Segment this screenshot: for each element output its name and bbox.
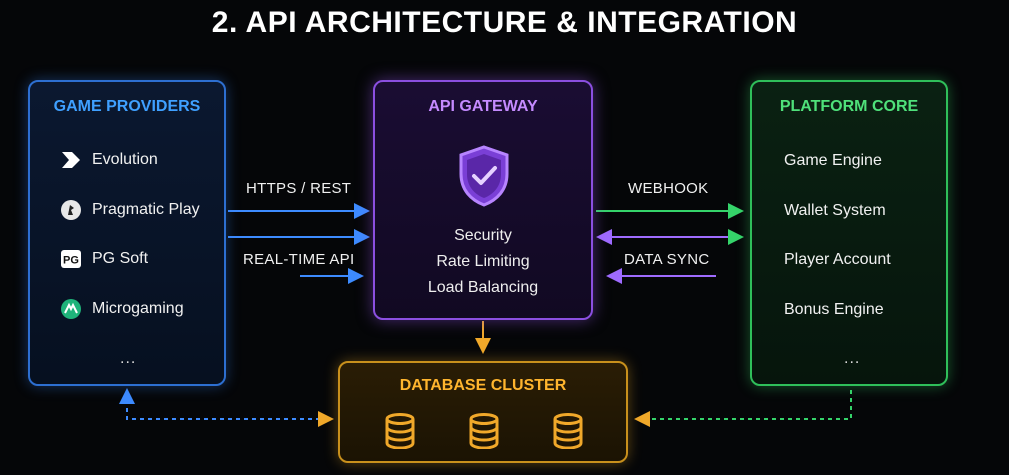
game-providers-box: GAME PROVIDERS Evolution Pragmatic Play …	[28, 80, 226, 386]
platform-core-box: PLATFORM CORE Game Engine Wallet System …	[750, 80, 948, 386]
microgaming-logo-icon	[60, 298, 82, 320]
database-cylinder-icon	[384, 413, 416, 454]
provider-label: Evolution	[92, 151, 158, 168]
core-database-dashed-line	[640, 390, 852, 420]
database-cylinder-icon	[552, 413, 584, 454]
page-title: 2. API ARCHITECTURE & INTEGRATION	[211, 6, 798, 39]
provider-item-pragmatic-play: Pragmatic Play	[60, 199, 200, 221]
core-item-wallet-system: Wallet System	[784, 202, 886, 219]
api-gateway-title: API GATEWAY	[428, 98, 538, 115]
platform-core-title: PLATFORM CORE	[779, 98, 919, 115]
core-item-bonus-engine: Bonus Engine	[784, 301, 884, 318]
provider-item-evolution: Evolution	[60, 149, 158, 171]
gateway-item-rate-limiting: Rate Limiting	[436, 253, 530, 270]
svg-text:PG: PG	[63, 255, 79, 267]
providers-more: ...	[120, 350, 137, 367]
shield-check-icon	[457, 144, 511, 213]
provider-item-microgaming: Microgaming	[60, 298, 184, 320]
database-cluster-box: DATABASE CLUSTER	[338, 361, 628, 463]
provider-label: Microgaming	[92, 300, 184, 317]
provider-item-pg-soft: PG PG Soft	[60, 248, 148, 270]
game-providers-title: GAME PROVIDERS	[53, 98, 201, 115]
realtime-api-label: REAL-TIME API	[243, 251, 355, 268]
gateway-item-security: Security	[454, 227, 512, 244]
provider-label: PG Soft	[92, 250, 149, 267]
database-cluster-title: DATABASE CLUSTER	[399, 377, 567, 394]
database-cylinder-icon	[468, 413, 500, 454]
provider-label: Pragmatic Play	[92, 201, 200, 218]
providers-database-dashed-line	[126, 392, 330, 420]
gateway-item-load-balancing: Load Balancing	[427, 279, 539, 296]
https-rest-label: HTTPS / REST	[246, 180, 352, 197]
pg-soft-logo-icon: PG	[60, 248, 82, 270]
pragmatic-play-logo-icon	[60, 199, 82, 221]
data-sync-label: DATA SYNC	[624, 251, 710, 268]
api-gateway-box: API GATEWAY Security Rate Limiting Load …	[373, 80, 593, 320]
core-item-game-engine: Game Engine	[784, 152, 882, 169]
core-item-player-account: Player Account	[784, 251, 891, 268]
evolution-logo-icon	[60, 149, 82, 171]
webhook-label: WEBHOOK	[628, 180, 709, 197]
core-more: ...	[844, 350, 861, 367]
